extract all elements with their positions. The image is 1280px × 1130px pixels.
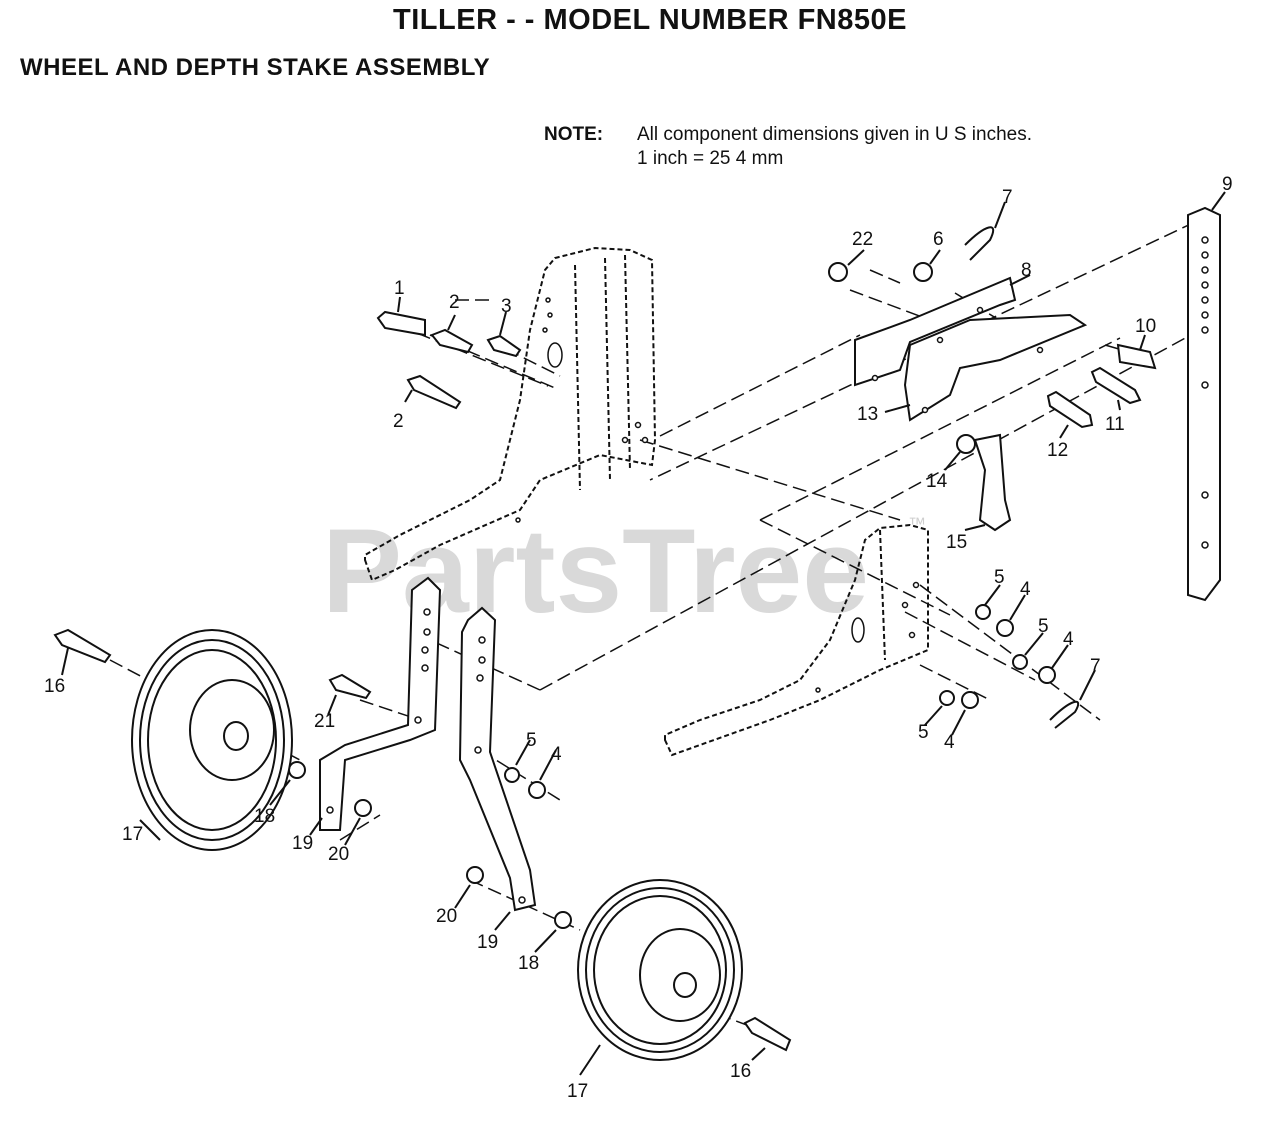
wheel-brackets xyxy=(319,576,537,912)
callout-19: 19 xyxy=(477,932,498,953)
wheel-right xyxy=(577,879,743,1061)
callout-4: 4 xyxy=(1020,579,1031,600)
depth-stake-brackets xyxy=(854,276,1088,422)
callout-16: 16 xyxy=(44,676,65,697)
callout-21: 21 xyxy=(314,711,335,732)
callout-15: 15 xyxy=(946,532,967,553)
callout-16: 16 xyxy=(730,1061,751,1082)
nuts-washers-clips xyxy=(288,226,1080,929)
callout-4: 4 xyxy=(551,744,562,765)
wheel-left xyxy=(131,629,293,851)
callouts: 1 2 3 2 22 6 7 8 9 10 11 12 13 14 15 5 4… xyxy=(44,174,1233,1102)
left-frame-bracket xyxy=(364,246,657,582)
callout-6: 6 xyxy=(933,229,944,250)
callout-8: 8 xyxy=(1021,260,1032,281)
note-line-2: 1 inch = 25 4 mm xyxy=(637,148,784,169)
watermark-tm: ™ xyxy=(908,514,926,534)
callout-14: 14 xyxy=(926,471,948,492)
note-line-1: All component dimensions given in U S in… xyxy=(637,124,1032,145)
depth-stake-bar xyxy=(1187,206,1221,602)
callout-12: 12 xyxy=(1047,440,1068,461)
callout-22: 22 xyxy=(852,229,873,250)
callout-9: 9 xyxy=(1222,174,1233,195)
callout-3: 3 xyxy=(501,296,512,317)
section-title: WHEEL AND DEPTH STAKE ASSEMBLY xyxy=(20,54,491,81)
callout-2: 2 xyxy=(393,411,404,432)
right-frame-bracket xyxy=(664,523,929,757)
callout-17: 17 xyxy=(122,824,143,845)
callout-17: 17 xyxy=(567,1081,588,1102)
callout-1: 1 xyxy=(394,278,405,299)
callout-20: 20 xyxy=(436,906,457,927)
callout-5: 5 xyxy=(994,567,1005,588)
callout-13: 13 xyxy=(857,404,878,425)
bolts xyxy=(53,310,1142,1052)
callout-4: 4 xyxy=(944,732,955,753)
page-title: TILLER - - MODEL NUMBER FN850E xyxy=(393,4,907,36)
callout-19: 19 xyxy=(292,833,313,854)
callout-20: 20 xyxy=(328,844,349,865)
callout-18: 18 xyxy=(518,953,539,974)
callout-10: 10 xyxy=(1135,316,1156,337)
depth-lock-clip xyxy=(956,343,1157,532)
callout-4: 4 xyxy=(1063,629,1074,650)
callout-7: 7 xyxy=(1002,187,1013,208)
note-label: NOTE: xyxy=(544,124,604,145)
callout-7: 7 xyxy=(1090,656,1101,677)
leader-lines xyxy=(61,191,1226,1076)
callout-11: 11 xyxy=(1105,414,1125,435)
callout-5: 5 xyxy=(1038,616,1049,637)
callout-5: 5 xyxy=(526,730,537,751)
callout-2: 2 xyxy=(449,292,460,313)
watermark-text: PartsTree xyxy=(322,504,869,638)
callout-18: 18 xyxy=(254,806,275,827)
callout-5: 5 xyxy=(918,722,929,743)
